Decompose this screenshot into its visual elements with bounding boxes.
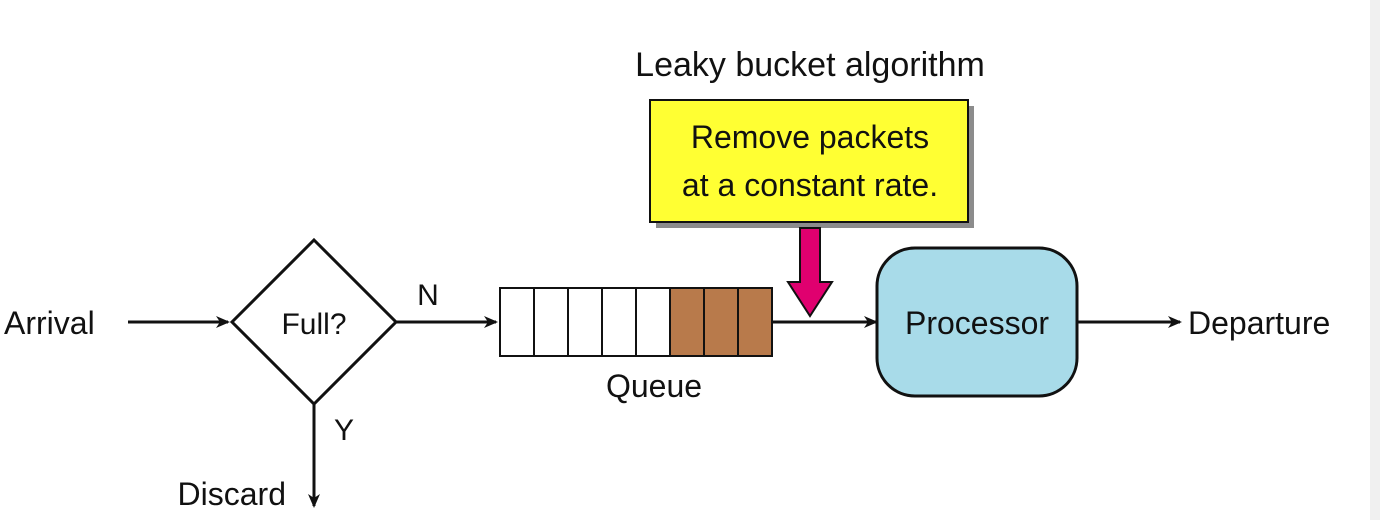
diagram-title: Leaky bucket algorithm <box>635 46 985 84</box>
yes-branch-label: Y <box>334 414 354 447</box>
processor-label: Processor <box>905 305 1049 341</box>
queue-label: Queue <box>606 368 702 404</box>
queue-slot-empty <box>567 287 603 357</box>
queue-slot-empty <box>601 287 637 357</box>
arrival-label: Arrival <box>4 305 95 341</box>
full-decision: Full? <box>229 237 399 407</box>
callout-line-2: at a constant rate. <box>682 167 938 203</box>
queue-slot-empty <box>533 287 569 357</box>
queue <box>499 287 773 357</box>
queue-slot-filled <box>737 287 773 357</box>
callout-arrow <box>786 227 834 318</box>
callout-line-1: Remove packets <box>691 119 929 155</box>
callout-box <box>649 99 969 223</box>
callout: Remove packets at a constant rate. <box>649 99 974 228</box>
no-branch-label: N <box>417 279 439 312</box>
queue-slot-empty <box>635 287 671 357</box>
queue-slot-empty <box>499 287 535 357</box>
queue-slot-filled <box>669 287 705 357</box>
discard-label: Discard <box>178 476 286 512</box>
departure-label: Departure <box>1188 305 1330 341</box>
page-edge-strip <box>1370 0 1380 520</box>
decision-label: Full? <box>281 308 346 341</box>
queue-slot-filled <box>703 287 739 357</box>
processor: Processor <box>875 246 1079 398</box>
